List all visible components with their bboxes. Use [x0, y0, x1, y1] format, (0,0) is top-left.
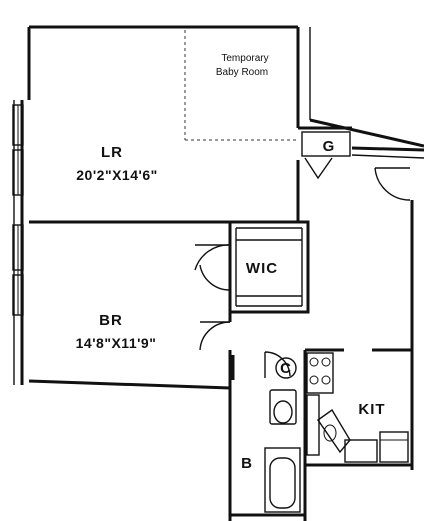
- baby-room-partition: [184, 30, 296, 141]
- doors: [194, 157, 411, 380]
- kitchen-fixtures: [306, 352, 409, 463]
- walk-in-closet-label: WIC: [246, 260, 278, 277]
- bathroom-fixtures: [264, 357, 301, 513]
- bedroom-label: BR: [99, 312, 123, 329]
- room-labels: Temporary Baby Room LR 20'2"X14'6" G WIC…: [76, 53, 385, 472]
- closet-c-label: C: [280, 360, 292, 377]
- bathroom-label: B: [241, 455, 253, 472]
- temporary-baby-room-label-2: Baby Room: [216, 67, 268, 78]
- living-room-label: LR: [101, 144, 123, 161]
- walls: [13, 25, 424, 521]
- living-room-dimensions: 20'2"X14'6": [76, 167, 158, 183]
- bedroom-dimensions: 14'8"X11'9": [76, 335, 157, 351]
- kitchen-label: KIT: [358, 401, 385, 418]
- temporary-baby-room-label-1: Temporary: [221, 53, 268, 64]
- closet-g-label: G: [323, 138, 336, 155]
- left-windows: [12, 104, 24, 316]
